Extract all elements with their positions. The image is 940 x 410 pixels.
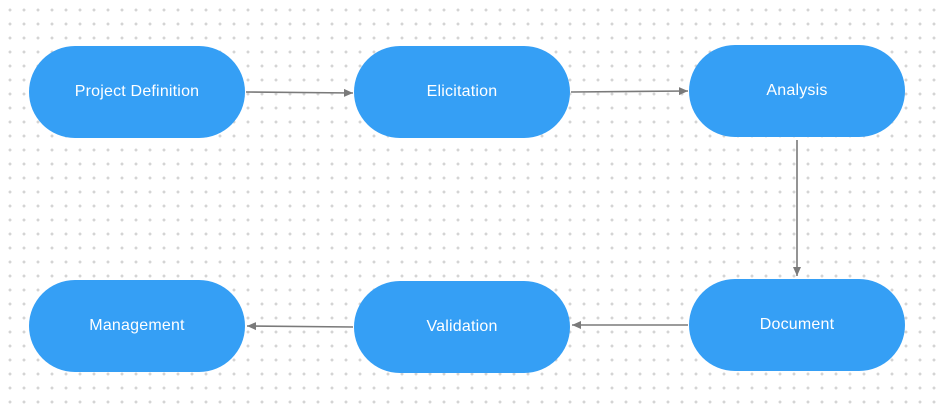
connector-project-definition-to-elicitation [245,88,354,97]
node-label: Management [89,317,185,334]
node-project-definition: Project Definition [29,46,245,138]
node-validation: Validation [354,281,570,373]
node-label: Elicitation [426,83,498,100]
connector-elicitation-to-analysis [570,87,689,96]
node-management: Management [29,280,245,372]
node-label: Document [759,316,835,333]
connector-validation-to-management [246,322,354,331]
node-analysis: Analysis [689,45,905,137]
node-document: Document [689,279,905,371]
node-label: Validation [426,318,498,335]
node-label: Analysis [766,82,828,99]
node-elicitation: Elicitation [354,46,570,138]
node-label: Project Definition [74,83,200,100]
